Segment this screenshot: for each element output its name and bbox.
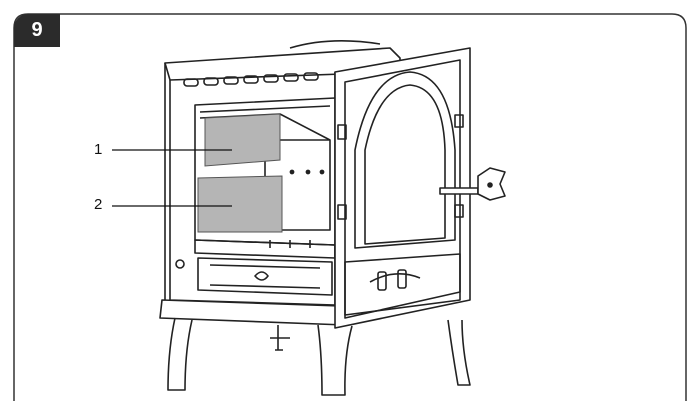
callout-label-2: 2 — [94, 196, 103, 213]
panel-2 — [197, 175, 283, 233]
ash-pan-area — [197, 257, 333, 296]
step-number-badge: 9 — [14, 14, 60, 47]
top-vent-slots — [183, 72, 319, 87]
door-handle — [439, 187, 479, 195]
door-glass-arch — [354, 71, 456, 249]
stove-leg-center — [317, 324, 353, 396]
open-door — [334, 47, 471, 329]
callout-label-1: 1 — [94, 141, 103, 158]
panel-1 — [204, 113, 281, 167]
door-air-control — [344, 253, 461, 316]
stove-leg-right — [447, 319, 471, 386]
stove-leg-left — [167, 317, 193, 391]
